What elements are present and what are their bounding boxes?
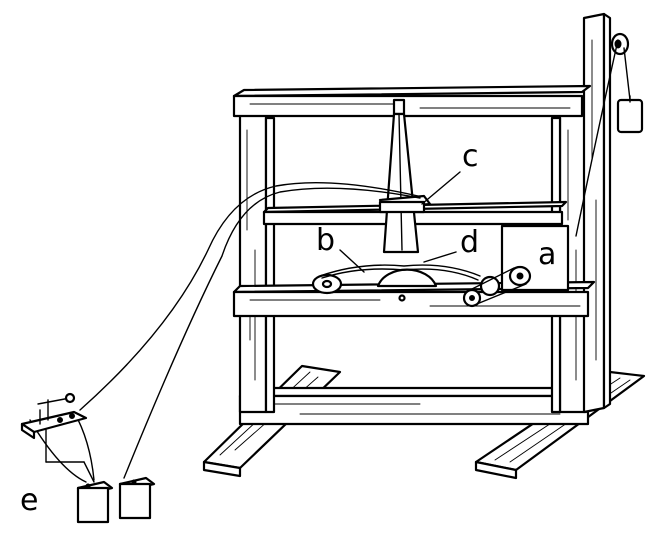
switch-key (22, 394, 86, 438)
left-post (240, 112, 274, 412)
label-b: b (316, 226, 335, 256)
label-a: a (538, 240, 556, 270)
label-e: e (20, 486, 38, 516)
base-beam (240, 388, 600, 424)
battery-right (120, 478, 154, 518)
vertical-rod (384, 100, 418, 252)
wires (30, 183, 420, 482)
label-d: d (460, 228, 479, 258)
top-beam (234, 86, 590, 116)
pulley (612, 34, 628, 54)
battery-left (78, 482, 112, 522)
tall-upright (584, 14, 610, 412)
label-c: c (462, 142, 479, 172)
